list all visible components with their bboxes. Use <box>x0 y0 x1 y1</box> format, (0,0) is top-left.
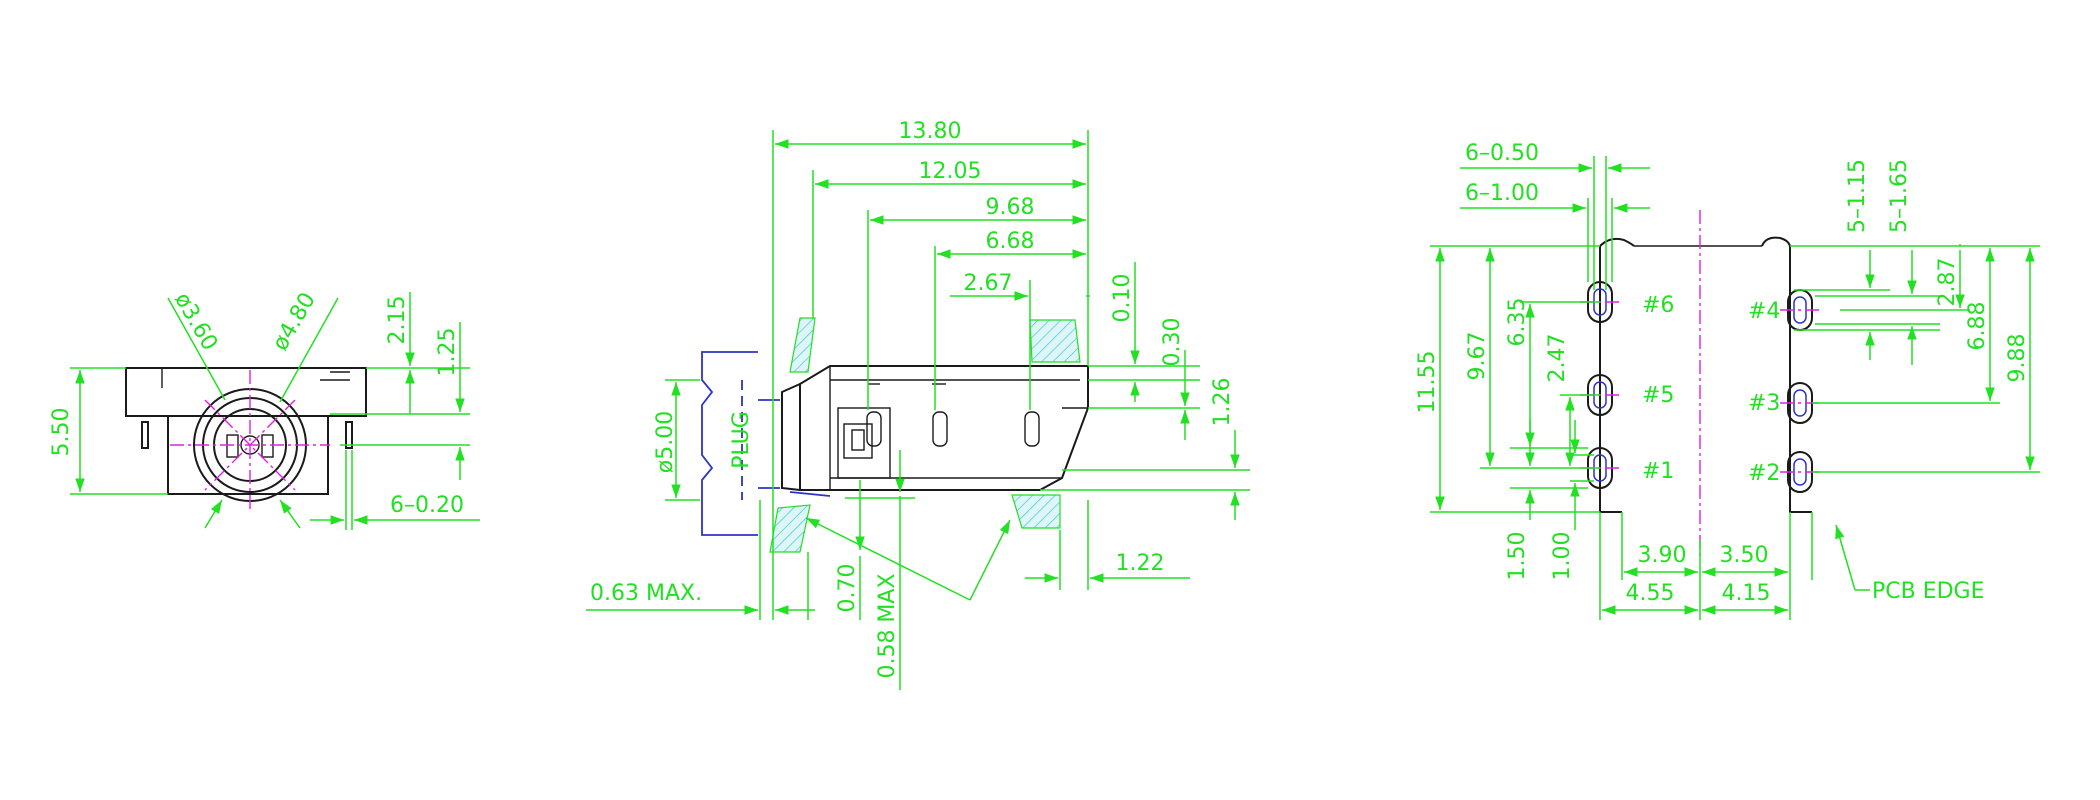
side-flange <box>781 382 801 492</box>
front-pin-right <box>345 421 353 449</box>
side-offset-b: 0.30 <box>1160 318 1185 367</box>
pin-5-label: #5 <box>1642 383 1674 408</box>
hatch-top-right <box>1029 319 1081 363</box>
side-length-a: 12.05 <box>919 159 982 184</box>
side-length-total: 13.80 <box>899 119 962 144</box>
hatch-top-left <box>789 317 816 373</box>
front-body-lower <box>167 415 329 495</box>
right-size-a: 5–1.15 <box>1845 159 1870 233</box>
hole-size-a: 6–0.50 <box>1465 141 1539 166</box>
right-size-d: 6.88 <box>1965 302 1990 351</box>
height-b: 6.35 <box>1505 298 1530 347</box>
plug-label: PLUG <box>729 411 754 469</box>
front-pin-left <box>141 421 149 449</box>
height-a: 9.67 <box>1465 332 1490 381</box>
side-offset-d: 1.22 <box>1116 551 1165 576</box>
front-top-offset-label: 2.15 <box>385 296 410 345</box>
width-c: 4.55 <box>1626 581 1675 606</box>
front-dia-inner-label: ø3.60 <box>169 288 222 355</box>
front-dia-outer-label: ø4.80 <box>268 288 321 355</box>
side-offset-a: 0.10 <box>1110 274 1135 323</box>
front-pin-width-label: 6–0.20 <box>390 493 464 518</box>
side-gap-max: 0.58 MAX <box>875 573 900 678</box>
hole-size-b: 6–1.00 <box>1465 181 1539 206</box>
side-body <box>799 365 1089 491</box>
front-view: 5.50 ø3.60 ø4.80 2.15 1.25 6–0.20 <box>49 288 480 530</box>
height-e: 1.00 <box>1550 532 1575 581</box>
height-d: 1.50 <box>1505 532 1530 581</box>
side-front-max: 0.63 MAX. <box>590 581 702 606</box>
pin-4-label: #4 <box>1748 299 1780 324</box>
front-mid-offset-label: 1.25 <box>435 328 460 377</box>
side-view: 13.80 12.05 9.68 6.68 2.67 0.10 0.30 1.2… <box>586 119 1250 690</box>
side-length-d: 2.67 <box>964 271 1013 296</box>
footprint-view: #6 #5 #1 #4 #3 #2 6–0.50 6–1.00 11.55 9.… <box>1415 141 2040 620</box>
width-d: 4.15 <box>1722 581 1771 606</box>
plug-outline <box>701 351 758 536</box>
height-total: 11.55 <box>1415 351 1440 414</box>
pcb-edge-label: PCB EDGE <box>1872 579 1985 604</box>
width-b: 3.50 <box>1720 543 1769 568</box>
plug-diameter: ø5.00 <box>653 411 678 473</box>
side-gap: 0.70 <box>835 564 860 613</box>
hatch-bottom-left <box>769 504 811 553</box>
pin-3-label: #3 <box>1748 391 1780 416</box>
right-size-b: 5–1.65 <box>1887 159 1912 233</box>
side-length-c: 6.68 <box>986 229 1035 254</box>
side-offset-c: 1.26 <box>1210 378 1235 427</box>
front-height-label: 5.50 <box>49 408 74 457</box>
hatch-bottom-right <box>1011 494 1061 529</box>
right-size-c: 2.87 <box>1935 258 1960 307</box>
height-c: 2.47 <box>1545 334 1570 383</box>
pin-6-label: #6 <box>1642 293 1674 318</box>
width-a: 3.90 <box>1638 543 1687 568</box>
side-length-b: 9.68 <box>986 195 1035 220</box>
pin-1-label: #1 <box>1642 459 1674 484</box>
pin-2-label: #2 <box>1748 461 1780 486</box>
right-size-e: 9.88 <box>2005 334 2030 383</box>
